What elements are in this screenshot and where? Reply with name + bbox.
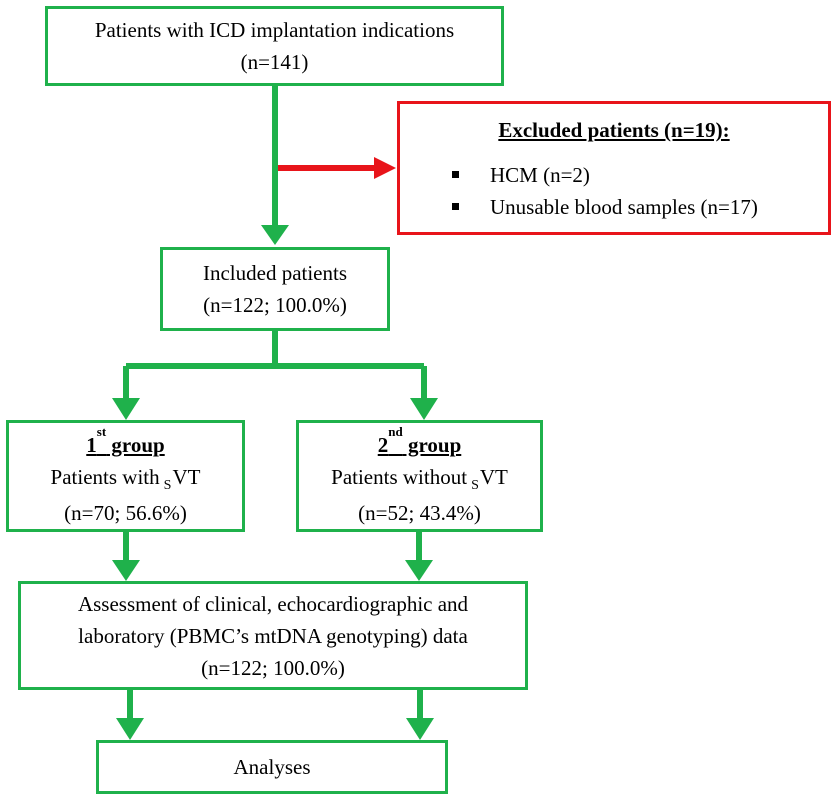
- group1-desc-before: Patients with: [50, 464, 160, 489]
- group2-ordinal-suffix: nd: [388, 423, 403, 439]
- group1-desc-subscript: S: [163, 477, 172, 493]
- exclusion-arrowhead: [374, 157, 396, 179]
- included-patients-box: Included patients (n=122; 100.0%): [160, 247, 390, 331]
- arrowhead-analyses-left: [116, 718, 144, 740]
- group2-desc-before: Patients without: [331, 464, 468, 489]
- included-box-line2: (n=122; 100.0%): [203, 293, 347, 317]
- excluded-patients-box: Excluded patients (n=19): HCM (n=2) Unus…: [397, 101, 831, 235]
- assessment-line1: Assessment of clinical, echocardiographi…: [77, 591, 469, 616]
- arrowhead-assessment-right: [405, 560, 433, 581]
- group2-title-rest: group: [402, 432, 462, 457]
- group2-title: 2nd group: [378, 424, 462, 461]
- arrowhead-group1: [112, 398, 140, 420]
- arrowhead-group2: [410, 398, 438, 420]
- group1-title-rest: group: [106, 432, 165, 457]
- group1-ordinal: 1: [86, 432, 97, 457]
- start-box-line2: (n=141): [240, 50, 309, 74]
- group1-title: 1st group: [86, 424, 164, 461]
- group1-ordinal-suffix: st: [96, 423, 107, 439]
- list-item: Unusable blood samples (n=17): [452, 191, 828, 223]
- list-item: HCM (n=2): [452, 159, 828, 191]
- excluded-patients-title: Excluded patients (n=19):: [498, 118, 730, 142]
- assessment-line3: (n=122; 100.0%): [201, 655, 345, 680]
- group2-desc-subscript: S: [471, 477, 479, 493]
- excluded-patients-list: HCM (n=2) Unusable blood samples (n=17): [400, 159, 828, 223]
- start-box-line1: Patients with ICD implantation indicatio…: [94, 18, 455, 42]
- assessment-box: Assessment of clinical, echocardiographi…: [18, 581, 528, 690]
- arrowhead-included: [261, 225, 289, 245]
- included-box-line1: Included patients: [202, 261, 348, 285]
- excluded-item-label: HCM (n=2): [490, 163, 590, 187]
- group2-stats: (n=52; 43.4%): [358, 500, 481, 525]
- analyses-box: Analyses: [96, 740, 448, 794]
- group1-stats: (n=70; 56.6%): [64, 500, 187, 525]
- bullet-square-icon: [452, 203, 459, 210]
- assessment-line2: laboratory (PBMC’s mtDNA genotyping) dat…: [78, 623, 468, 648]
- group2-ordinal: 2: [377, 432, 389, 457]
- group2-desc-after: VT: [479, 464, 508, 489]
- analyses-label: Analyses: [233, 755, 311, 779]
- group1-desc-after: VT: [172, 464, 201, 489]
- bullet-square-icon: [452, 171, 459, 178]
- arrowhead-analyses-right: [406, 718, 434, 740]
- start-box: Patients with ICD implantation indicatio…: [45, 6, 504, 86]
- excluded-item-label: Unusable blood samples (n=17): [490, 195, 758, 219]
- arrowhead-assessment-left: [112, 560, 140, 581]
